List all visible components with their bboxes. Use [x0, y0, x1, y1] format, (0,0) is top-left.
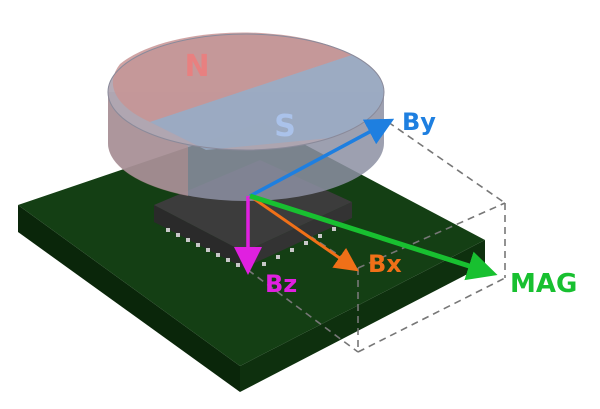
field-vectors [234, 118, 498, 281]
magnet-top-south [150, 55, 384, 150]
by-label: By [402, 108, 436, 136]
pcb-left-side [18, 205, 240, 392]
mag-arrow [249, 193, 498, 281]
magnet [107, 32, 385, 201]
pole-south-label: S [274, 109, 296, 144]
pole-north-label: N [184, 49, 209, 84]
magnet-top-north [112, 32, 352, 122]
mag-label: MAG [510, 269, 577, 299]
bx-label: Bx [368, 250, 402, 278]
chip-left-side [154, 205, 244, 268]
by-arrow [249, 118, 395, 198]
pcb-right-side [240, 240, 485, 392]
bz-label: Bz [265, 270, 297, 298]
bx-arrow [249, 194, 359, 272]
